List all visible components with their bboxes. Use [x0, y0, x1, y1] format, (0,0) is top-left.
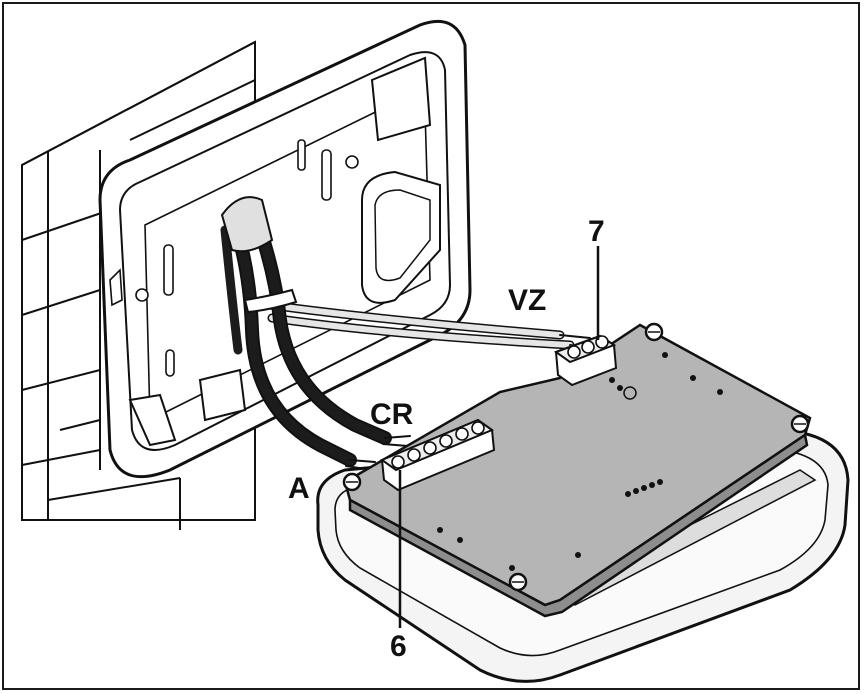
black-cables: [220, 196, 411, 471]
label-a: A: [288, 472, 310, 505]
leader-lines: [398, 246, 600, 628]
label-cr: CR: [370, 398, 414, 431]
vz-wires: [265, 300, 599, 350]
terminal-block-7: [553, 334, 618, 387]
pcb-board: [342, 322, 812, 618]
label-7: 7: [588, 215, 605, 248]
wall-mount-housing: [98, 19, 472, 479]
label-6: 6: [390, 630, 407, 663]
label-vz: VZ: [508, 284, 547, 317]
terminal-block-6: [379, 418, 496, 492]
